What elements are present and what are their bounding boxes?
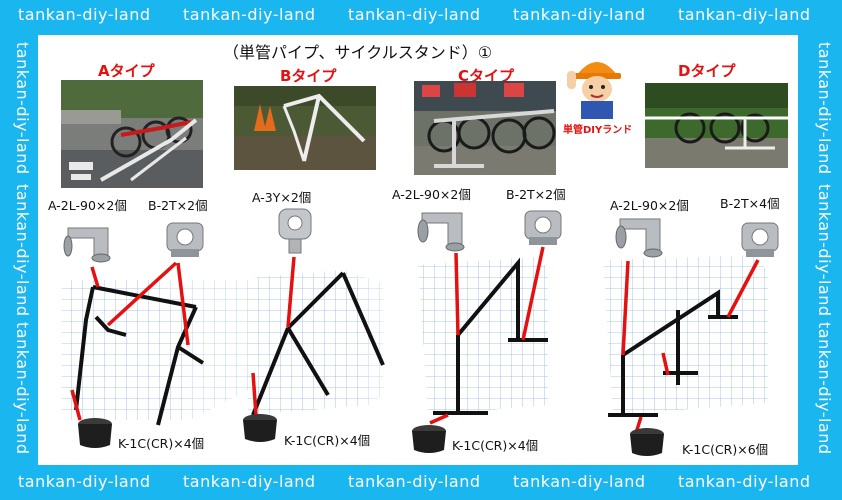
elbow-joint-icon (615, 218, 663, 258)
cap-label: K-1C(CR)×4個 (284, 433, 371, 448)
cap-label: K-1C(CR)×4個 (452, 438, 539, 453)
watermark-text: tankan-diy-land (678, 472, 811, 491)
watermark-text: tankan-diy-land (348, 472, 481, 491)
tee-joint-icon (166, 222, 204, 257)
type-d-photo (645, 83, 788, 168)
page-title: （単管パイプ、サイクルスタンド）① (223, 43, 493, 62)
assembly-diagrams (62, 246, 768, 434)
part-label: B-2T×4個 (720, 196, 780, 211)
brand-label: 単管DIYランド (563, 125, 633, 136)
grid-b (248, 270, 368, 415)
grid-d (603, 255, 768, 415)
type-a-label: Aタイプ (98, 62, 155, 80)
watermark-text: tankan-diy-land (815, 184, 834, 317)
end-cap-icon (412, 425, 446, 453)
frame-a (74, 285, 205, 426)
watermark-text: tankan-diy-land (513, 472, 646, 491)
type-b-label: Bタイプ (280, 67, 337, 85)
watermark-text: tankan-diy-land (815, 42, 834, 175)
type-b-photo (234, 86, 376, 170)
type-c-label: Cタイプ (458, 67, 515, 85)
frame-d (608, 289, 738, 417)
part-label: B-2T×2個 (148, 198, 208, 213)
part-label: B-2T×2個 (506, 187, 566, 202)
part-label: A-2L-90×2個 (392, 187, 471, 202)
watermark-text: tankan-diy-land (815, 322, 834, 455)
watermark-text: tankan-diy-land (18, 5, 151, 24)
watermark-text: tankan-diy-land (13, 322, 32, 455)
pointer-lines-b (251, 256, 296, 416)
elbow-joint-icon (417, 212, 465, 252)
pointer-lines-a (70, 261, 190, 421)
watermark-text: tankan-diy-land (513, 5, 646, 24)
watermark-text: tankan-diy-land (13, 42, 32, 175)
watermark-text: tankan-diy-land (183, 472, 316, 491)
watermark-text: tankan-diy-land (13, 184, 32, 317)
watermark-text: tankan-diy-land (678, 5, 811, 24)
content-panel: （単管パイプ、サイクルスタンド）① Aタイプ Bタイプ Cタイプ Dタイプ (38, 35, 798, 465)
end-cap-icon (78, 418, 112, 448)
type-c-photo (414, 81, 556, 175)
watermark-text: tankan-diy-land (18, 472, 151, 491)
frame-b (251, 271, 385, 416)
watermark-text: tankan-diy-land (348, 5, 481, 24)
pointer-lines-c (429, 246, 545, 425)
tee-joint-icon (524, 210, 562, 245)
cap-label: K-1C(CR)×4個 (118, 436, 205, 451)
end-cap-icon (630, 428, 664, 456)
part-label: A-2L-90×2個 (610, 198, 689, 213)
cap-label: K-1C(CR)×6個 (682, 442, 769, 457)
type-a-photo (61, 80, 203, 188)
tee-joint-icon (741, 222, 779, 257)
type-d-label: Dタイプ (678, 62, 736, 80)
grid-c (418, 257, 548, 415)
y-joint-icon (278, 208, 312, 254)
end-cap-icon (243, 414, 277, 442)
part-label: A-3Y×2個 (252, 190, 312, 205)
part-label: A-2L-90×2個 (48, 198, 127, 213)
frame-c (433, 257, 548, 415)
mascot-icon (567, 62, 621, 119)
watermark-text: tankan-diy-land (183, 5, 316, 24)
elbow-joint-icon (63, 227, 111, 263)
grid-a (62, 280, 190, 420)
